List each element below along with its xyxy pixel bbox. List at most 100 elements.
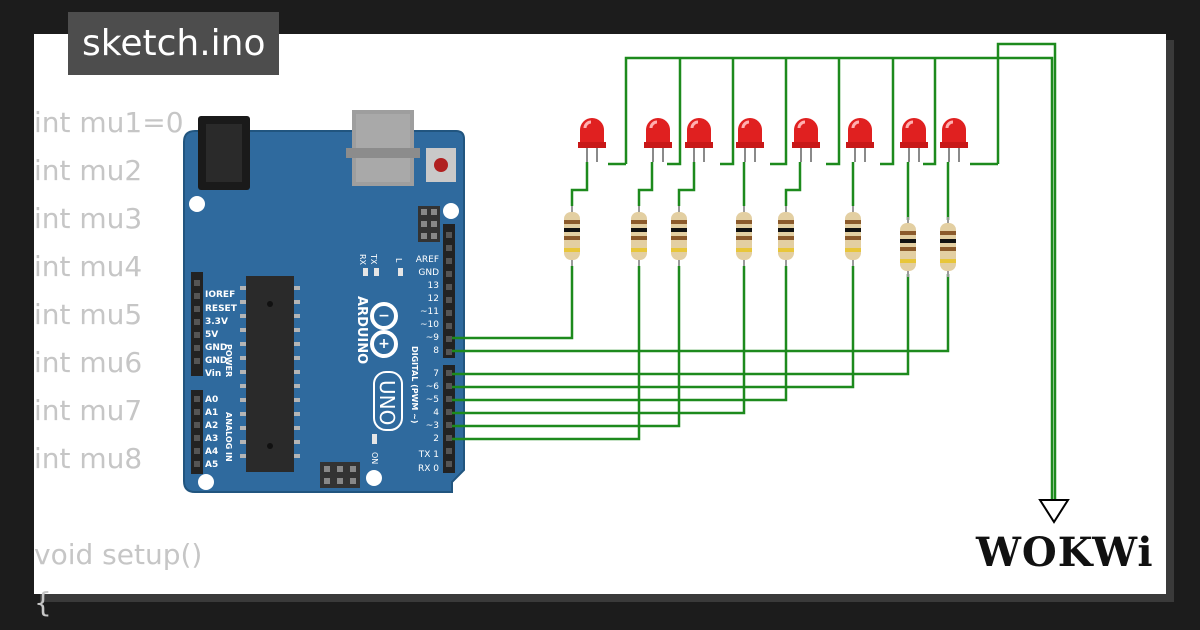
model-label: UNO [375, 380, 399, 425]
resistor-array [564, 206, 956, 277]
wire[interactable] [452, 266, 641, 441]
code-line: int mu4 [34, 250, 143, 283]
wire[interactable] [452, 266, 681, 428]
wire[interactable] [667, 58, 682, 166]
wire[interactable] [637, 162, 654, 206]
led-array [578, 118, 968, 162]
pin-label: RX 0 [418, 464, 439, 474]
wire[interactable] [452, 266, 855, 389]
mounting-hole [443, 203, 459, 219]
digital-section-label: DIGITAL (PWM ~) [410, 346, 419, 424]
uno-badge [373, 371, 403, 431]
canvas-shadow-bottom [40, 594, 1174, 602]
tx-label: TX [369, 253, 378, 265]
resistor[interactable] [736, 206, 752, 266]
pin-label: A4 [205, 447, 218, 457]
wire[interactable] [452, 266, 574, 340]
pin-label: TX 1 [418, 450, 439, 460]
wire[interactable] [570, 162, 589, 206]
digital-header-bottom [443, 365, 455, 473]
l-label: L [394, 258, 403, 263]
pin-label: A5 [205, 460, 218, 470]
red-led[interactable] [736, 118, 764, 162]
mounting-hole [198, 474, 214, 490]
pin-label: A3 [205, 434, 218, 444]
pin-label: A0 [205, 395, 218, 405]
on-label: ON [370, 452, 379, 464]
brand-label: ARDUINO [354, 296, 369, 364]
red-led[interactable] [644, 118, 672, 162]
red-led[interactable] [846, 118, 874, 162]
wire[interactable] [880, 58, 895, 166]
code-line: void setup() [34, 538, 203, 571]
code-line: int mu8 [34, 442, 143, 475]
resistor[interactable] [900, 217, 916, 277]
pin-label: 8 [433, 346, 439, 356]
atmega-chip [246, 276, 294, 472]
pin-label: GND [205, 356, 227, 366]
pin-label: ~10 [420, 320, 439, 330]
pin-label: 7 [433, 369, 439, 379]
pin-label: 5V [205, 330, 218, 340]
code-line: int mu2 [34, 154, 143, 187]
pin-label: 3.3V [205, 317, 228, 327]
pin-label: ~11 [420, 307, 439, 317]
code-line: { [34, 586, 52, 619]
pin-label: GND [418, 268, 439, 278]
wire[interactable] [452, 274, 910, 376]
icsp-header-bottom [320, 462, 360, 488]
wire[interactable] [452, 274, 950, 353]
mounting-hole [366, 470, 382, 486]
arduino-infinity-logo [370, 302, 398, 358]
pin-label: ~3 [426, 421, 439, 431]
pin-label: RESET [205, 304, 238, 314]
red-led[interactable] [900, 118, 928, 162]
code-line: int mu1=0 [34, 106, 184, 139]
pin-label: ~5 [426, 395, 439, 405]
resistor[interactable] [845, 206, 861, 266]
red-led[interactable] [578, 118, 606, 162]
red-led[interactable] [685, 118, 713, 162]
code-line: int mu6 [34, 346, 143, 379]
wires [452, 42, 1057, 500]
canvas-shadow-right [1166, 40, 1174, 600]
pin-label: Vin [205, 369, 221, 379]
pin-label: A1 [205, 408, 218, 418]
icsp-header [418, 206, 440, 242]
ground-symbol [1038, 499, 1070, 524]
wire[interactable] [452, 266, 788, 402]
red-led[interactable] [792, 118, 820, 162]
resistor[interactable] [940, 217, 956, 277]
analog-section-label: ANALOG IN [224, 412, 233, 462]
rx-led [363, 268, 368, 276]
file-tab[interactable]: sketch.ino [68, 12, 280, 75]
wire[interactable] [784, 162, 802, 206]
pin-label: IOREF [205, 290, 235, 300]
pin-label: ~9 [426, 333, 440, 343]
on-led [372, 434, 377, 444]
code-line: int mu5 [34, 298, 143, 331]
svg-text:+: + [378, 336, 390, 352]
wire[interactable] [923, 58, 937, 166]
resistor[interactable] [778, 206, 794, 266]
svg-text:−: − [378, 308, 390, 324]
wire[interactable] [770, 58, 788, 166]
code-line: int mu3 [34, 202, 143, 235]
pin-label: A2 [205, 421, 218, 431]
mounting-hole [189, 196, 205, 212]
resistor[interactable] [564, 206, 580, 266]
resistor[interactable] [671, 206, 687, 266]
pin-label: 13 [428, 281, 439, 291]
pin-label: GND [205, 343, 227, 353]
wire[interactable] [452, 266, 746, 415]
resistor[interactable] [631, 206, 647, 266]
wire[interactable] [677, 162, 696, 206]
arduino-uno-board[interactable]: + − ARDUINO UNO RX TX L ON POWER ANALOG … [183, 110, 465, 493]
red-led[interactable] [940, 118, 968, 162]
wire[interactable] [826, 58, 841, 166]
pin-label: AREF [416, 255, 439, 265]
wire[interactable] [720, 58, 735, 166]
wire[interactable] [996, 42, 1057, 500]
code-line: int mu7 [34, 394, 143, 427]
